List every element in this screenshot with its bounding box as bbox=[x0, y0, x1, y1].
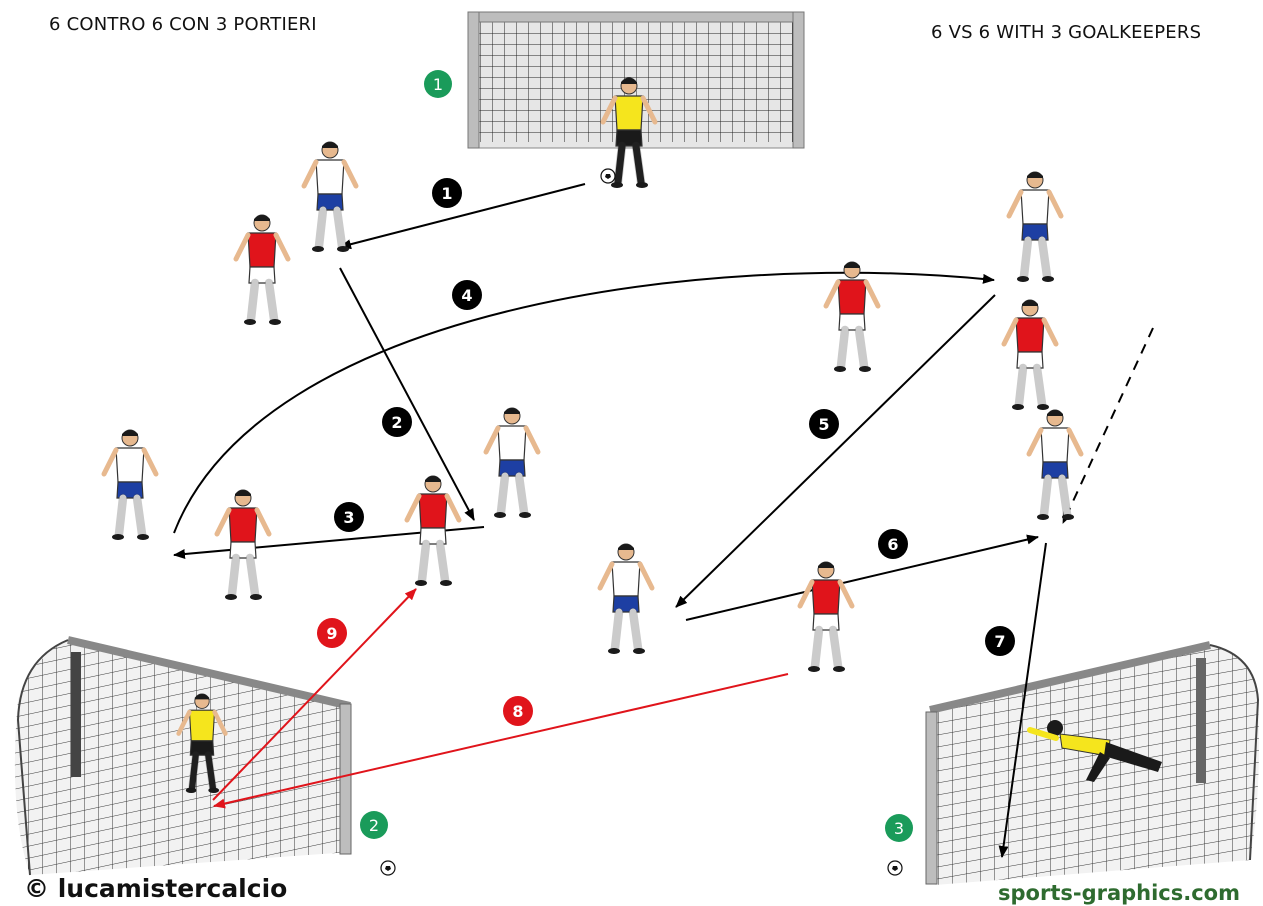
step-badge-4: 4 bbox=[452, 280, 482, 310]
player-red-4 bbox=[823, 261, 881, 372]
goal-badge-3: 3 bbox=[885, 814, 913, 842]
left-goal bbox=[14, 636, 352, 876]
player-red-3 bbox=[404, 475, 462, 586]
credit-right: sports-graphics.com bbox=[998, 881, 1240, 905]
svg-text:5: 5 bbox=[818, 415, 829, 434]
svg-text:4: 4 bbox=[461, 286, 472, 305]
arrow-step-1 bbox=[339, 183, 586, 250]
svg-text:3: 3 bbox=[894, 819, 904, 838]
players bbox=[101, 77, 1162, 793]
svg-text:1: 1 bbox=[441, 184, 452, 203]
ball-icon bbox=[380, 860, 396, 876]
right-goal bbox=[925, 641, 1260, 885]
arrow-step-8 bbox=[213, 673, 789, 809]
arrow-step-4 bbox=[173, 271, 995, 534]
ball-icon bbox=[600, 168, 616, 184]
step-badge-3: 3 bbox=[334, 502, 364, 532]
step-badge-9: 9 bbox=[317, 618, 347, 648]
credit-left: © lucamistercalcio bbox=[24, 874, 288, 903]
svg-text:2: 2 bbox=[369, 816, 379, 835]
step-badge-2: 2 bbox=[382, 407, 412, 437]
title-english: 6 VS 6 WITH 3 GOALKEEPERS bbox=[931, 22, 1202, 43]
goal-badge-2: 2 bbox=[360, 811, 388, 839]
step-badge-8: 8 bbox=[503, 696, 533, 726]
player-red-5 bbox=[1001, 299, 1059, 410]
svg-text:6: 6 bbox=[887, 535, 898, 554]
goalkeeper-top bbox=[600, 77, 658, 188]
arrow-step-6 bbox=[685, 534, 1039, 621]
player-white-5 bbox=[1026, 409, 1084, 520]
ball-icon bbox=[887, 860, 903, 876]
step-badge-6: 6 bbox=[878, 529, 908, 559]
run-line bbox=[1062, 327, 1154, 524]
arrow-step-2 bbox=[339, 267, 475, 521]
player-red-6 bbox=[797, 561, 855, 672]
player-white-1 bbox=[301, 141, 359, 252]
svg-text:9: 9 bbox=[326, 624, 337, 643]
player-white-3 bbox=[483, 407, 541, 518]
svg-text:2: 2 bbox=[391, 413, 402, 432]
step-badge-7: 7 bbox=[985, 626, 1015, 656]
player-white-2 bbox=[101, 429, 159, 540]
step-badge-1: 1 bbox=[432, 178, 462, 208]
svg-text:7: 7 bbox=[994, 632, 1005, 651]
player-red-1 bbox=[233, 214, 291, 325]
arrow-step-9 bbox=[212, 588, 417, 801]
player-white-6 bbox=[597, 543, 655, 654]
goalkeeper-left bbox=[176, 693, 228, 793]
title-italian: 6 CONTRO 6 CON 3 PORTIERI bbox=[49, 14, 317, 35]
goalkeeper-right bbox=[1027, 720, 1162, 782]
player-red-2 bbox=[214, 489, 272, 600]
svg-text:8: 8 bbox=[512, 702, 523, 721]
arrow-step-7 bbox=[998, 542, 1047, 858]
svg-text:1: 1 bbox=[433, 75, 443, 94]
arrow-step-5 bbox=[675, 294, 996, 608]
svg-text:3: 3 bbox=[343, 508, 354, 527]
goal-badge-1: 1 bbox=[424, 70, 452, 98]
player-white-4 bbox=[1006, 171, 1064, 282]
step-badge-5: 5 bbox=[809, 409, 839, 439]
